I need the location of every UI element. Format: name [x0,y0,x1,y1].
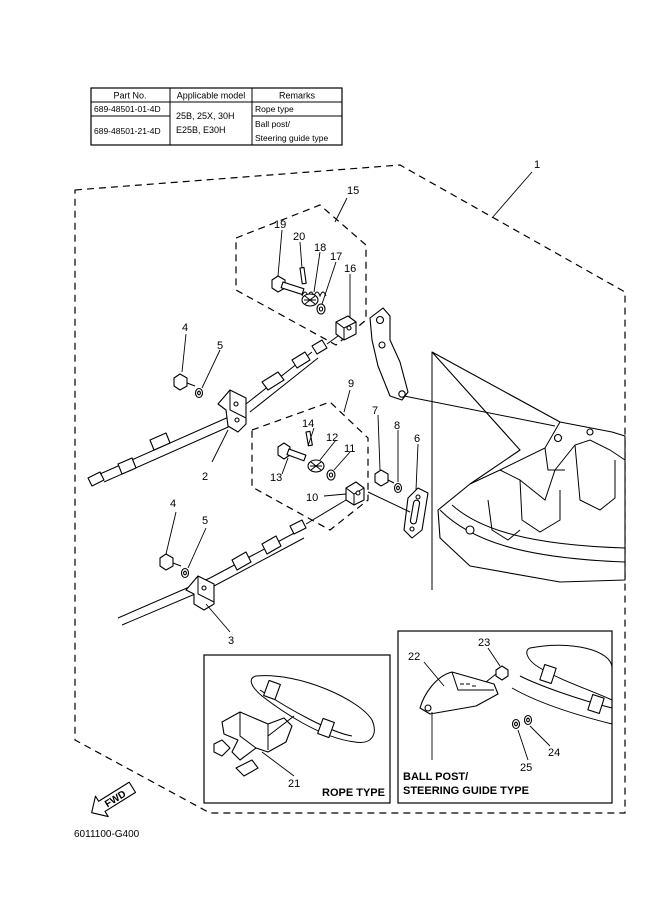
callout-19: 19 [274,219,286,231]
callout-3: 3 [228,635,234,647]
lower-cable [117,499,347,626]
callout-numbers: 1 2 3 4 4 5 5 6 7 8 9 10 11 12 13 14 15 … [170,159,560,790]
callout-5: 5 [217,340,223,352]
leader-lines [165,171,551,777]
callout-12: 12 [326,432,338,444]
callout-5: 5 [202,515,208,527]
cable-bracket-upper [217,389,247,433]
bolt-and-washer-upper [173,373,204,399]
assembly-outline [74,164,626,814]
table-header-applicable-model: Applicable model [177,91,246,101]
callout-24: 24 [548,747,560,759]
ball-post-caption-line1: BALL POST/ [403,771,468,783]
table-cell-part-no: 689-48501-01-4D [94,104,161,114]
steering-guide-plate [367,487,429,539]
table-cell-remarks: Ball post/ [255,119,291,129]
callout-25: 25 [520,762,532,774]
ball-post-inset [397,630,613,804]
table-cell-part-no: 689-48501-21-4D [94,126,161,136]
part-number-table: Part No. Applicable model Remarks 689-48… [90,87,343,146]
ball-post-caption-line2: STEERING GUIDE TYPE [403,785,529,797]
table-cell-remarks: Steering guide type [255,133,329,143]
callout-8: 8 [394,420,400,432]
subassembly-15-parts [271,266,357,341]
callout-7: 7 [372,405,378,417]
callout-10: 10 [306,492,318,504]
steering-arm [369,307,556,427]
callout-6: 6 [414,433,420,445]
callout-14: 14 [302,418,314,430]
callout-11: 11 [344,443,355,455]
callout-18: 18 [314,242,326,254]
callout-23: 23 [478,637,490,649]
callout-21: 21 [288,778,300,790]
bolt-and-washer-right [374,469,403,494]
table-cell-remarks: Rope type [255,104,294,114]
bottom-cowling [431,351,626,590]
callout-4: 4 [170,498,176,510]
table-cell-applicable-model: 25B, 25X, 30H [176,111,235,121]
callout-22: 22 [408,651,420,663]
callout-17: 17 [330,251,342,263]
callout-16: 16 [344,263,356,275]
upper-cable [87,335,339,487]
callout-20: 20 [293,231,305,243]
callout-2: 2 [202,471,208,483]
callout-13: 13 [270,472,282,484]
subassembly-9-parts [277,430,365,506]
rope-type-caption: ROPE TYPE [322,787,385,799]
table-cell-applicable-model: E25B, E30H [176,125,226,135]
callout-4: 4 [182,322,188,334]
cable-bracket-lower [185,575,215,611]
callout-1: 1 [534,159,540,171]
callout-15: 15 [347,185,359,197]
subassembly-9-outline [251,401,369,531]
bolt-and-washer-lower [159,553,190,579]
diagram-code: 6011100-G400 [74,829,140,840]
fwd-arrow-icon: FWD [91,781,137,818]
ball-post-drawing [419,644,613,760]
callout-9: 9 [348,378,354,390]
table-header-part-no: Part No. [113,91,146,101]
table-header-remarks: Remarks [279,91,316,101]
subassembly-15-outline [235,204,367,346]
rope-type-drawing [213,675,375,777]
